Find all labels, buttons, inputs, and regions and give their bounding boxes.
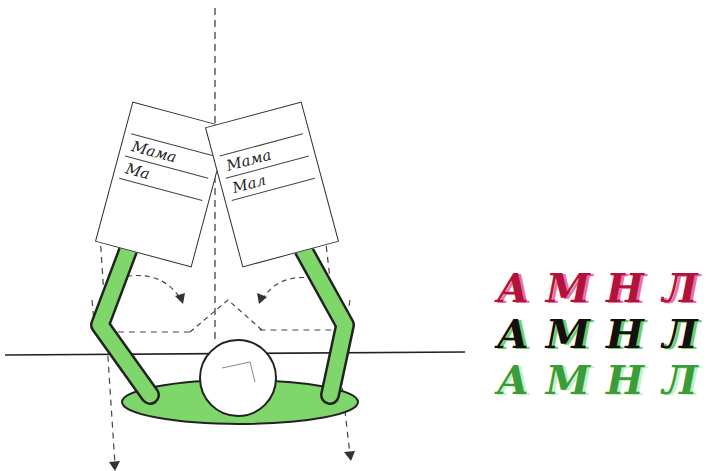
arrow-head: [175, 293, 185, 304]
cursive-letter: М: [543, 266, 593, 310]
left-arm: [100, 240, 150, 395]
cursive-letter: Н: [600, 312, 650, 356]
cursive-letter: Н: [600, 358, 650, 402]
guide-line: [190, 300, 262, 332]
right-arm: [298, 240, 345, 395]
cursive-letter: А: [488, 358, 538, 402]
cursive-letter: Л: [655, 266, 705, 310]
cursive-letter: Н: [600, 266, 650, 310]
left-arm-outline: [100, 240, 150, 395]
arrow-head: [344, 451, 355, 461]
head: [200, 340, 276, 416]
cursive-letter: М: [543, 312, 593, 356]
notebook-page: МамаМал: [205, 102, 339, 268]
arrow-head: [257, 293, 267, 304]
right-arm-outline: [298, 240, 345, 395]
cursive-letter: Л: [655, 358, 705, 402]
head-mark: [222, 362, 255, 382]
cursive-letter: Л: [655, 312, 705, 356]
cursive-letter: М: [543, 358, 593, 402]
cursive-letter: А: [488, 266, 538, 310]
arrow-head: [109, 461, 120, 471]
cursive-letter: А: [488, 312, 538, 356]
